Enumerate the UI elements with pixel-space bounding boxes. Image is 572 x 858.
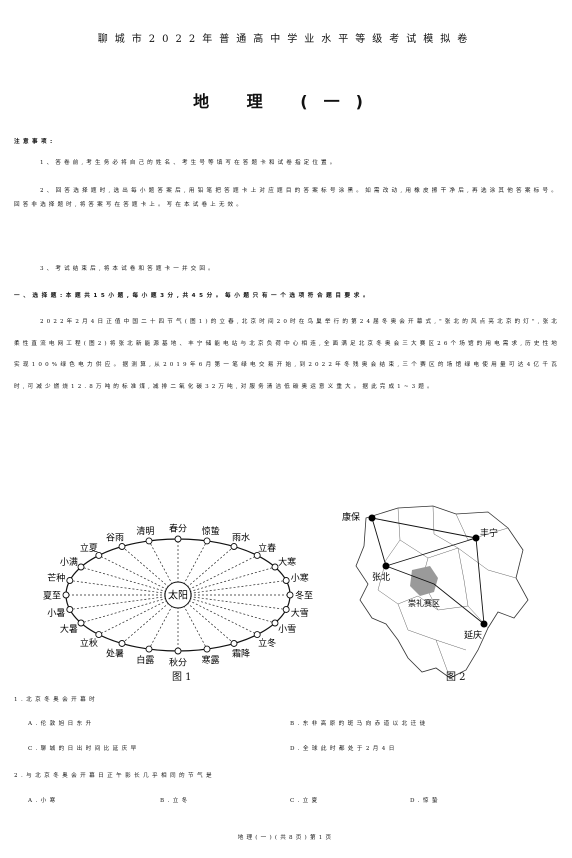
earth-position-dot: [174, 535, 182, 543]
solar-term-label: 夏至: [43, 591, 61, 602]
earth-position-dot: [66, 606, 74, 613]
q2-option-c: C.立夏: [290, 798, 321, 804]
earth-position-dot: [253, 631, 261, 639]
solar-term-label: 霜降: [232, 648, 250, 660]
earth-position-dot: [230, 640, 238, 647]
notice-2: 2、回答选择题时,选出每小题答案后,用铅笔把答题卡上对应题目的答案标号涂黑。如需…: [14, 188, 560, 209]
place-label: 延庆: [464, 629, 482, 641]
kangbao-dot: [368, 514, 376, 522]
notice-title: 注意事项:: [14, 139, 56, 145]
sun-circle: [164, 581, 192, 609]
q1-option-b: B.东非高原的斑马向赤道以北迁徙: [290, 721, 429, 727]
term-ray: [98, 594, 179, 635]
term-ray: [80, 594, 179, 624]
place-label: 张北: [372, 572, 390, 583]
solar-term-label: 小寒: [291, 572, 309, 584]
term-ray: [177, 566, 276, 596]
solar-term-label: 大寒: [278, 556, 296, 568]
term-ray: [69, 580, 179, 596]
solar-term-label: 清明: [136, 525, 154, 537]
earth-position-dot: [118, 640, 126, 647]
earth-position-dot: [203, 645, 211, 653]
term-ray: [69, 594, 179, 610]
term-ray: [177, 580, 287, 596]
solar-term-label: 立春: [258, 542, 276, 554]
question-1-stem: 1.北京冬奥会开幕时: [14, 697, 99, 703]
solar-term-label: 春分: [169, 523, 187, 535]
place-label: 丰宁: [480, 527, 498, 539]
term-ray: [177, 555, 258, 596]
earth-position-dot: [174, 647, 182, 655]
figure-2-caption: 图 2: [446, 672, 466, 683]
solar-term-label: 大暑: [60, 623, 78, 635]
earth-position-dot: [145, 537, 153, 545]
place-label: 康保: [342, 511, 360, 523]
solar-term-label: 小雪: [278, 624, 296, 635]
earth-position-dot: [230, 543, 238, 550]
q1-option-a: A.伦敦旭日东升: [28, 721, 95, 727]
term-ray: [177, 594, 276, 624]
earth-position-dot: [145, 645, 153, 653]
fengning-dot: [472, 534, 480, 542]
place-label: 崇礼赛区: [408, 598, 440, 608]
solar-term-label: 雨水: [232, 531, 250, 543]
earth-position-dot: [271, 619, 279, 627]
solar-term-label: 立夏: [80, 542, 98, 554]
sun-label: 太阳: [168, 589, 188, 602]
earth-position-dot: [95, 631, 103, 639]
q1-option-c: C.聊城的日出时间比延庆早: [28, 746, 140, 752]
solar-term-label: 立秋: [80, 637, 98, 649]
earth-position-dot: [282, 606, 290, 613]
solar-term-label: 芒种: [47, 572, 65, 584]
solar-term-label: 谷雨: [106, 532, 124, 543]
solar-term-label: 秋分: [169, 657, 187, 669]
earth-position-dot: [77, 619, 85, 627]
page-title: 地 理 (一): [193, 92, 379, 111]
q1-option-d: D.全球此时都处于2月4日: [290, 746, 398, 752]
solar-term-label: 小暑: [47, 608, 65, 619]
solar-term-label: 寒露: [202, 654, 220, 666]
solar-term-label: 冬至: [295, 590, 313, 602]
earth-position-dot: [286, 591, 294, 599]
notice-3: 3、考试结束后,将本试卷和答题卡一并交回。: [40, 266, 217, 272]
map-outline: [355, 505, 529, 679]
earth-position-dot: [77, 563, 85, 571]
q2-option-a: A.小寒: [28, 798, 59, 804]
term-ray: [80, 566, 179, 596]
figure-1: 立春雨水惊蛰 春分 清明谷雨立夏小满芒种夏至小暑大暑立秋处暑白露 秋分 寒露霜降立冬小雪…: [28, 500, 328, 690]
section-1-heading: 一、选择题:本题共15小题,每小题3分,共45分。每小题只有一个选项符合题目要求…: [14, 293, 373, 299]
q2-option-d: D.惊蛰: [410, 798, 441, 804]
earth-position-dot: [253, 551, 261, 559]
earth-position-dot: [271, 563, 279, 571]
solar-term-label: 立冬: [258, 637, 276, 649]
solar-term-label: 大雪: [291, 607, 309, 619]
earth-position-dot: [203, 537, 211, 545]
solar-term-label: 处暑: [106, 648, 124, 660]
yanqing-dot: [480, 620, 488, 628]
term-ray: [177, 594, 258, 635]
chongli-area: [410, 566, 438, 596]
solar-term-label: 惊蛰: [202, 525, 220, 537]
term-ray: [177, 594, 287, 610]
zhangbei-grid-map: 康保 丰宁 张北 崇礼赛区 延庆: [342, 505, 529, 679]
question-2-stem: 2.与北京冬奥会开幕日正午影长几乎相同的节气是: [14, 773, 216, 779]
earth-position-dot: [118, 543, 126, 550]
figure-2: 康保 丰宁 张北 崇礼赛区 延庆: [338, 500, 538, 690]
figure-1-caption: 图 1: [172, 672, 192, 683]
page-footer: 地理(一)(共8页)第1页: [237, 835, 335, 841]
solar-term-label: 小满: [60, 557, 78, 568]
exam-header: 聊城市2022年普通高中学业水平等级考试模拟卷: [97, 34, 475, 45]
earth-position-dot: [66, 577, 74, 584]
term-ray: [98, 555, 179, 596]
earth-position-dot: [282, 577, 290, 584]
q2-option-b: B.立冬: [160, 798, 191, 804]
notice-1: 1、答卷前,考生务必将自己的姓名、考生号等填写在答题卡和试卷指定位置。: [40, 160, 339, 166]
zhangbei-dot: [382, 562, 390, 570]
earth-position-dot: [95, 551, 103, 559]
passage: 2022年2月4日正值中国二十四节气(图1)的立春,北京时间20时在鸟巢举行的第…: [14, 319, 560, 390]
earth-position-dot: [62, 591, 70, 599]
solar-term-label: 白露: [136, 654, 154, 666]
